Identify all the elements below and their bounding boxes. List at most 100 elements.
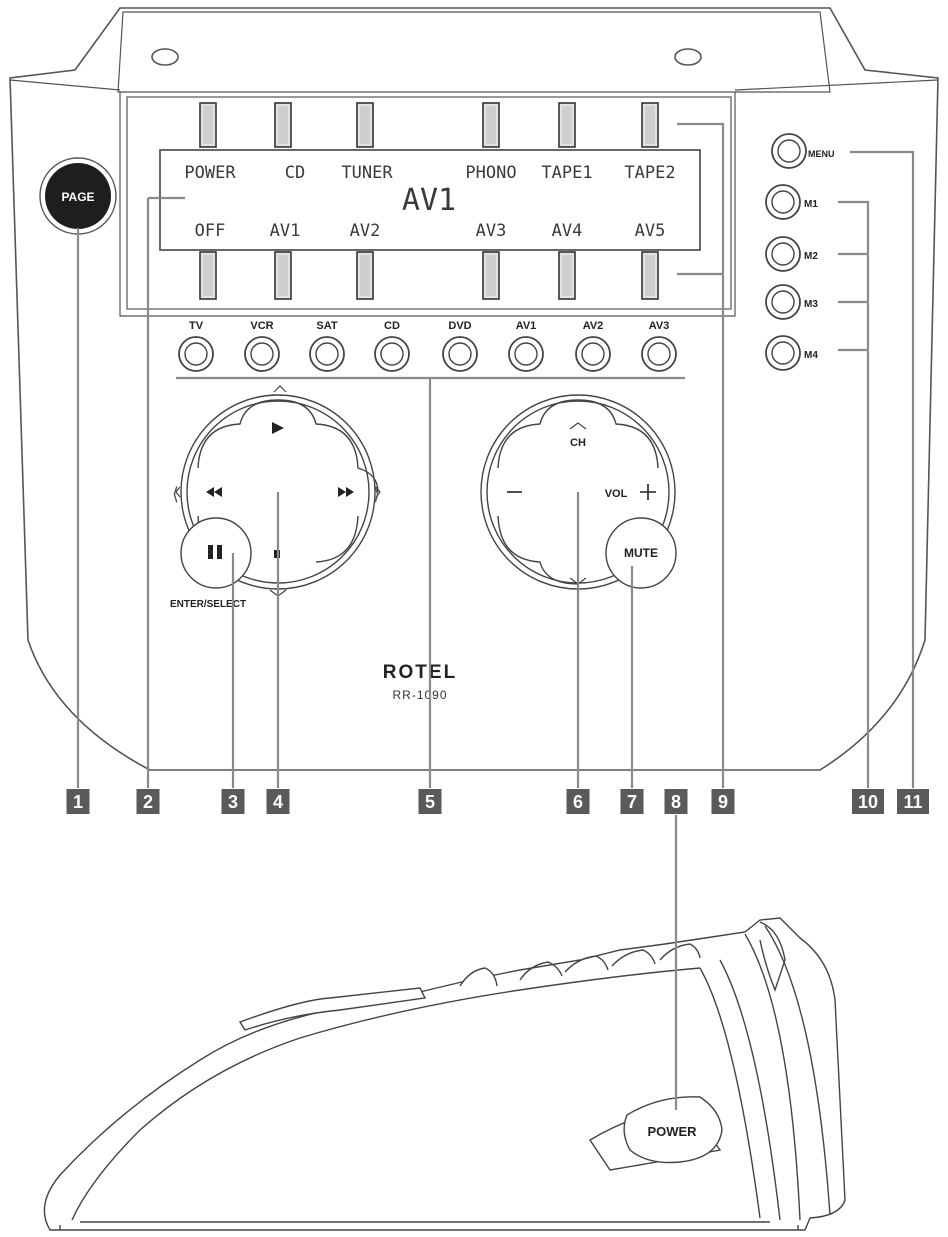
pause-icon xyxy=(208,545,213,559)
source-key-label: DVD xyxy=(448,320,471,332)
mute-label: MUTE xyxy=(624,546,658,560)
source-key-tv[interactable]: TV xyxy=(178,320,214,372)
remote-side-view xyxy=(43,917,846,1231)
soft-key-button[interactable] xyxy=(274,251,292,300)
page-button-label: PAGE xyxy=(61,190,94,204)
callout-number: 4 xyxy=(273,792,283,812)
side-power-button[interactable]: POWER xyxy=(623,1096,723,1164)
lcd-panel xyxy=(126,96,732,310)
rotel-logo: ROTEL xyxy=(383,662,457,683)
soft-key-button[interactable] xyxy=(641,251,659,300)
menu-button[interactable]: MENU xyxy=(771,133,835,169)
callout-number: 9 xyxy=(718,792,728,812)
lcd-top-label: TAPE1 xyxy=(541,163,592,183)
lcd-bottom-label: AV4 xyxy=(552,221,583,241)
display-soft-keys xyxy=(199,102,659,300)
lcd-bottom-label: AV2 xyxy=(350,221,381,241)
callout-9: 9 xyxy=(711,789,735,814)
lcd-top-label: POWER xyxy=(184,163,236,183)
soft-key-button[interactable] xyxy=(641,102,659,148)
lcd-top-label: CD xyxy=(285,163,305,183)
source-key-vcr[interactable]: VCR xyxy=(244,320,280,372)
callout-7: 7 xyxy=(620,789,644,814)
source-key-label: CD xyxy=(384,320,400,332)
soft-key-button[interactable] xyxy=(482,251,500,300)
source-key-label: AV3 xyxy=(649,320,670,332)
callout-3: 3 xyxy=(221,789,245,814)
callout-10: 10 xyxy=(852,789,884,814)
soft-key-button[interactable] xyxy=(558,102,576,148)
callout-2: 2 xyxy=(136,789,160,814)
callout-5: 5 xyxy=(418,789,442,814)
callout-8: 8 xyxy=(664,789,688,814)
m-key-label: M2 xyxy=(804,251,818,262)
ch-label: CH xyxy=(570,437,586,449)
source-key-sat[interactable]: SAT xyxy=(309,320,345,372)
ch-vol-labels: CH VOL xyxy=(507,437,656,500)
brand-logo: ROTEL RR-1090 xyxy=(383,662,457,702)
soft-key-button[interactable] xyxy=(482,102,500,148)
source-keys: TV VCR SAT CD DVD AV1 AV2 AV3 xyxy=(178,320,677,372)
mute-button[interactable]: MUTE xyxy=(605,517,677,589)
lcd-text: POWER CD TUNER PHONO TAPE1 TAPE2 AV1 OFF… xyxy=(184,163,675,241)
source-key-label: AV1 xyxy=(516,320,537,332)
source-key-av1[interactable]: AV1 xyxy=(508,320,544,372)
right-arrow-icon: ⟩ xyxy=(373,484,380,504)
source-key-label: AV2 xyxy=(583,320,604,332)
source-key-av3[interactable]: AV3 xyxy=(641,320,677,372)
vol-plus-icon xyxy=(640,484,656,500)
callout-4: 4 xyxy=(266,789,290,814)
m-key-label: M3 xyxy=(804,299,818,310)
m-key-label: M4 xyxy=(804,350,818,361)
source-key-label: SAT xyxy=(316,320,337,332)
rewind-icon xyxy=(206,487,222,497)
callout-number: 8 xyxy=(671,792,681,812)
soft-key-button[interactable] xyxy=(356,102,374,148)
callout-numbers: 1 2 3 4 5 6 7 8 9 10 11 xyxy=(66,789,929,814)
source-key-label: TV xyxy=(189,320,204,332)
source-key-label: VCR xyxy=(250,320,273,332)
callout-number: 6 xyxy=(573,792,583,812)
lcd-bottom-label: AV1 xyxy=(270,221,301,241)
source-key-av2[interactable]: AV2 xyxy=(575,320,611,372)
lcd-top-label: PHONO xyxy=(465,163,516,183)
lcd-bottom-label: OFF xyxy=(195,221,226,241)
soft-key-button[interactable] xyxy=(356,251,374,300)
soft-key-button[interactable] xyxy=(274,102,292,148)
power-label: POWER xyxy=(647,1124,697,1139)
callout-number: 10 xyxy=(858,792,878,812)
m3-button[interactable]: M3 xyxy=(765,284,818,320)
model-number: RR-1090 xyxy=(392,688,447,702)
source-key-cd[interactable]: CD xyxy=(374,320,410,372)
callout-number: 11 xyxy=(903,792,922,812)
fast-forward-icon xyxy=(338,487,354,497)
left-arrow-icon: ⟨ xyxy=(172,484,179,504)
callout-number: 3 xyxy=(228,792,238,812)
soft-key-button[interactable] xyxy=(199,102,217,148)
lcd-top-label: TUNER xyxy=(341,163,393,183)
m1-button[interactable]: M1 xyxy=(765,184,818,220)
source-key-dvd[interactable]: DVD xyxy=(442,320,478,372)
callout-1: 1 xyxy=(66,789,90,814)
m4-button[interactable]: M4 xyxy=(765,335,818,371)
lcd-bottom-label: AV5 xyxy=(635,221,666,241)
soft-key-button[interactable] xyxy=(558,251,576,300)
lcd-bottom-label: AV3 xyxy=(476,221,507,241)
callout-number: 2 xyxy=(143,792,153,812)
leader-lines xyxy=(76,122,915,1110)
play-icon xyxy=(272,422,284,434)
callout-number: 7 xyxy=(627,792,637,812)
m2-button[interactable]: M2 xyxy=(765,236,818,272)
enter-select-label: ENTER/SELECT xyxy=(170,599,246,610)
callout-6: 6 xyxy=(566,789,590,814)
soft-key-button[interactable] xyxy=(199,251,217,300)
remote-body xyxy=(9,7,939,771)
page-button[interactable]: PAGE xyxy=(39,157,117,235)
m-key-label: M1 xyxy=(804,199,818,210)
vol-label: VOL xyxy=(605,488,628,500)
callout-number: 5 xyxy=(425,792,435,812)
lcd-center-label: AV1 xyxy=(402,183,456,218)
lcd-top-label: TAPE2 xyxy=(624,163,675,183)
